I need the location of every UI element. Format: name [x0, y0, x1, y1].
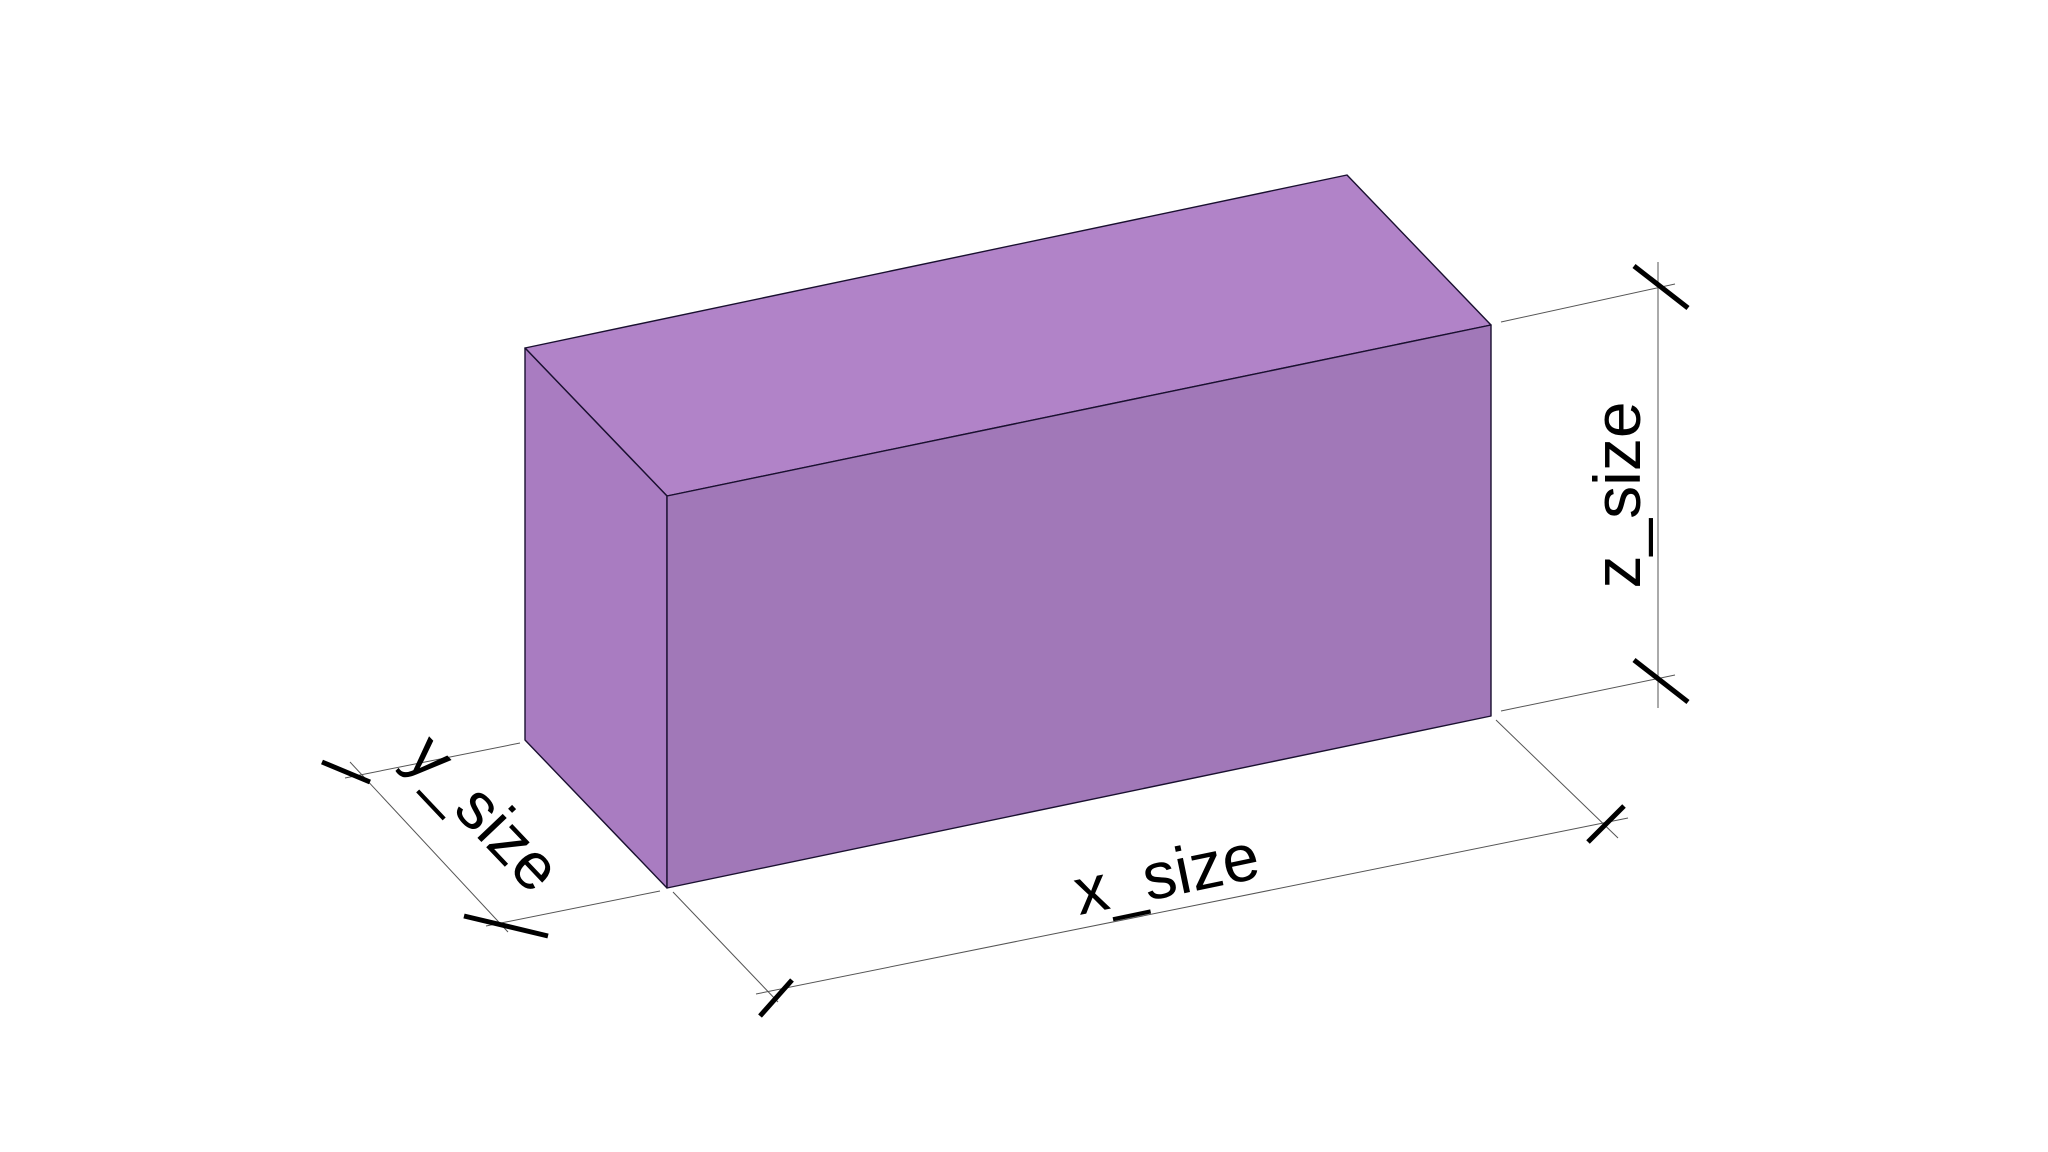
x-extension-line-right: [1495, 719, 1619, 839]
box: [524, 174, 1492, 889]
y-dimension-line: [349, 761, 509, 933]
x-extension-line-left: [672, 891, 779, 1003]
y-extension-line-bottom: [485, 890, 661, 927]
z-size-label: z_size: [1580, 401, 1654, 588]
y-tick-top: [321, 759, 371, 785]
x-dimension-line: [755, 817, 1629, 995]
x-size-label: x_size: [1067, 818, 1265, 928]
z-tick-bottom: [1632, 658, 1690, 704]
y-extension-line-top: [344, 742, 521, 779]
z-extension-line-top: [1500, 283, 1676, 323]
z-tick-top: [1632, 264, 1690, 310]
x-tick-left: [758, 978, 794, 1018]
box-front-face: [666, 324, 1492, 889]
z-dimension: z_size: [1500, 262, 1690, 712]
z-extension-line-bottom: [1500, 674, 1676, 712]
y-tick-bottom: [463, 913, 549, 939]
x-tick-right: [1586, 804, 1626, 844]
